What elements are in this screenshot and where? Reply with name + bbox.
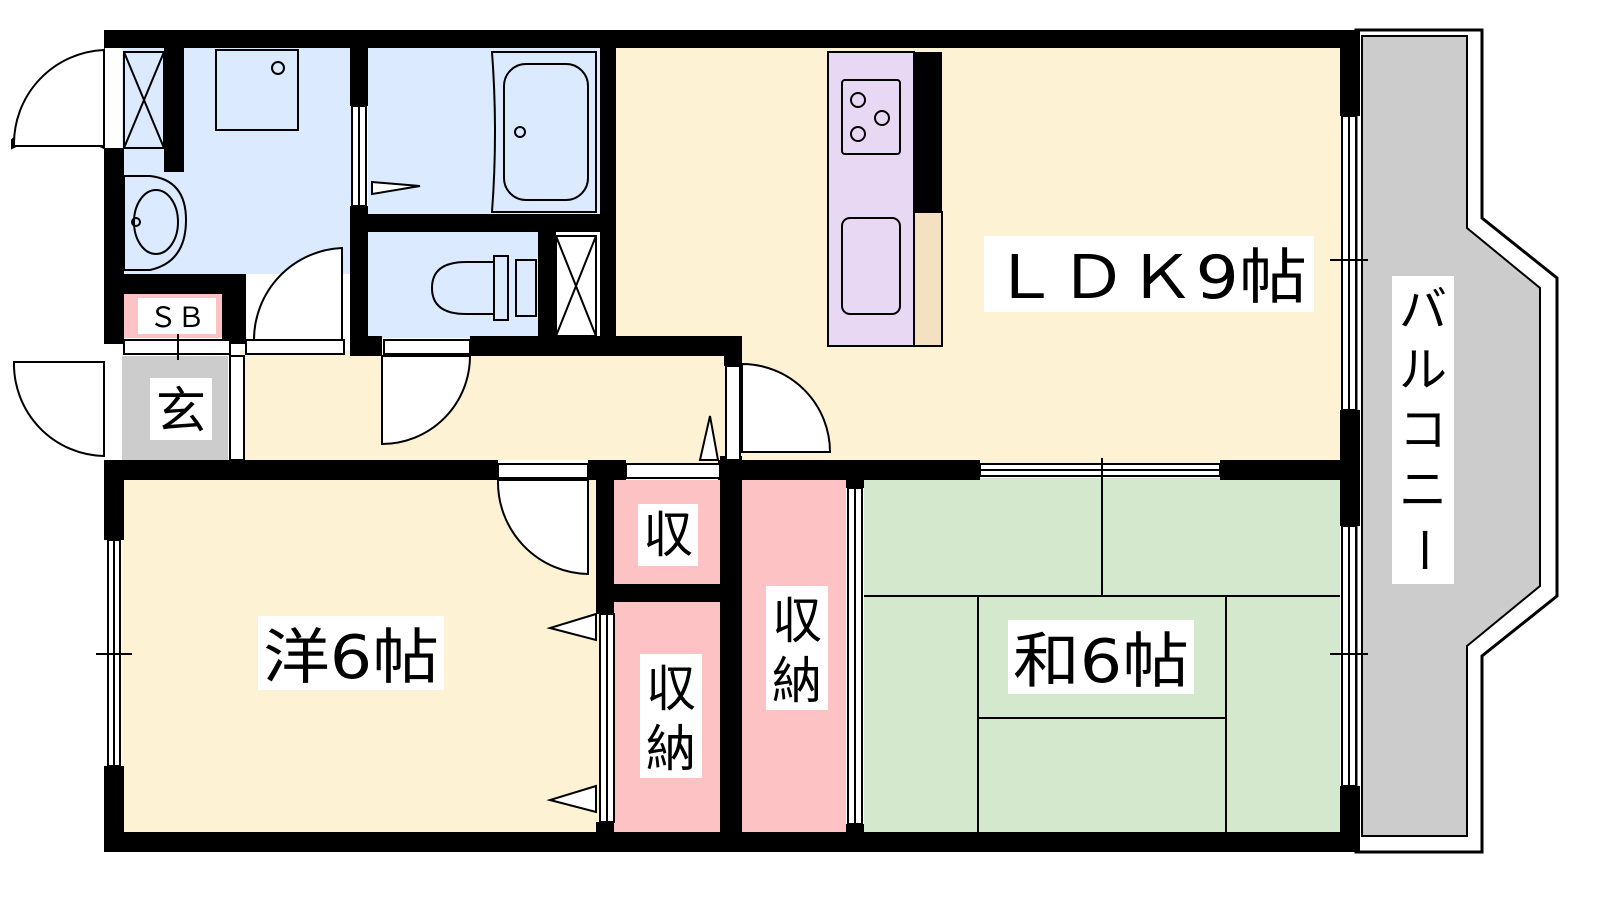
- ldk-label: ＬＤＫ9帖: [991, 243, 1307, 313]
- balcony-label-2: ル: [1399, 342, 1447, 398]
- shoebox-label-bg: [138, 298, 216, 334]
- western-label-bg: [258, 616, 444, 690]
- western-room-door[interactable]: [496, 479, 589, 576]
- washroom-floor: [122, 46, 354, 274]
- balcony-label-4: ニ: [1399, 462, 1447, 518]
- balcony-label-5: ー: [1395, 526, 1451, 574]
- ldk-label-bg: [984, 236, 1314, 312]
- entrance-label: 玄: [156, 382, 206, 440]
- japanese-label: 和6帖: [1013, 627, 1189, 697]
- washroom-door[interactable]: [252, 246, 343, 341]
- wash-basin-icon: [123, 175, 188, 271]
- storage-b-label-1: 収: [772, 592, 822, 650]
- front-door-lower[interactable]: [12, 361, 105, 458]
- doors[interactable]: [11, 47, 832, 814]
- balcony-label-1: バ: [1399, 282, 1447, 338]
- walls: [104, 30, 1360, 852]
- sink-icon: [841, 217, 901, 315]
- balcony-label-3: コ: [1399, 402, 1447, 458]
- washing-machine-icon: [215, 49, 299, 131]
- japanese-label-bg: [1008, 620, 1194, 694]
- storage-b-label-bg: [766, 586, 828, 710]
- storage-small-label-bg: [638, 504, 698, 566]
- shoebox-label: ＳＢ: [149, 301, 205, 334]
- storage-a-label-bg: [640, 654, 702, 778]
- toilet-floor: [368, 232, 540, 338]
- balcony-label-bg: [1392, 276, 1454, 584]
- toilet-door[interactable]: [381, 355, 472, 446]
- storage-b-label-2: 納: [772, 652, 822, 710]
- ldk-door[interactable]: [741, 362, 832, 453]
- toilet-icon: [430, 255, 537, 321]
- entrance-label-bg: [150, 378, 212, 440]
- western-label: 洋6帖: [263, 623, 439, 693]
- bathtub-icon: [490, 51, 597, 213]
- kitchen-counter: [827, 51, 943, 347]
- tatami-lines: [864, 478, 1340, 832]
- hallway-floor: [240, 350, 730, 460]
- windows: [96, 105, 1368, 825]
- stove-icon: [841, 79, 901, 155]
- storage-a-label-1: 収: [646, 660, 696, 718]
- storage-a-label-2: 納: [646, 720, 696, 778]
- storage-small-label: 収: [643, 506, 693, 564]
